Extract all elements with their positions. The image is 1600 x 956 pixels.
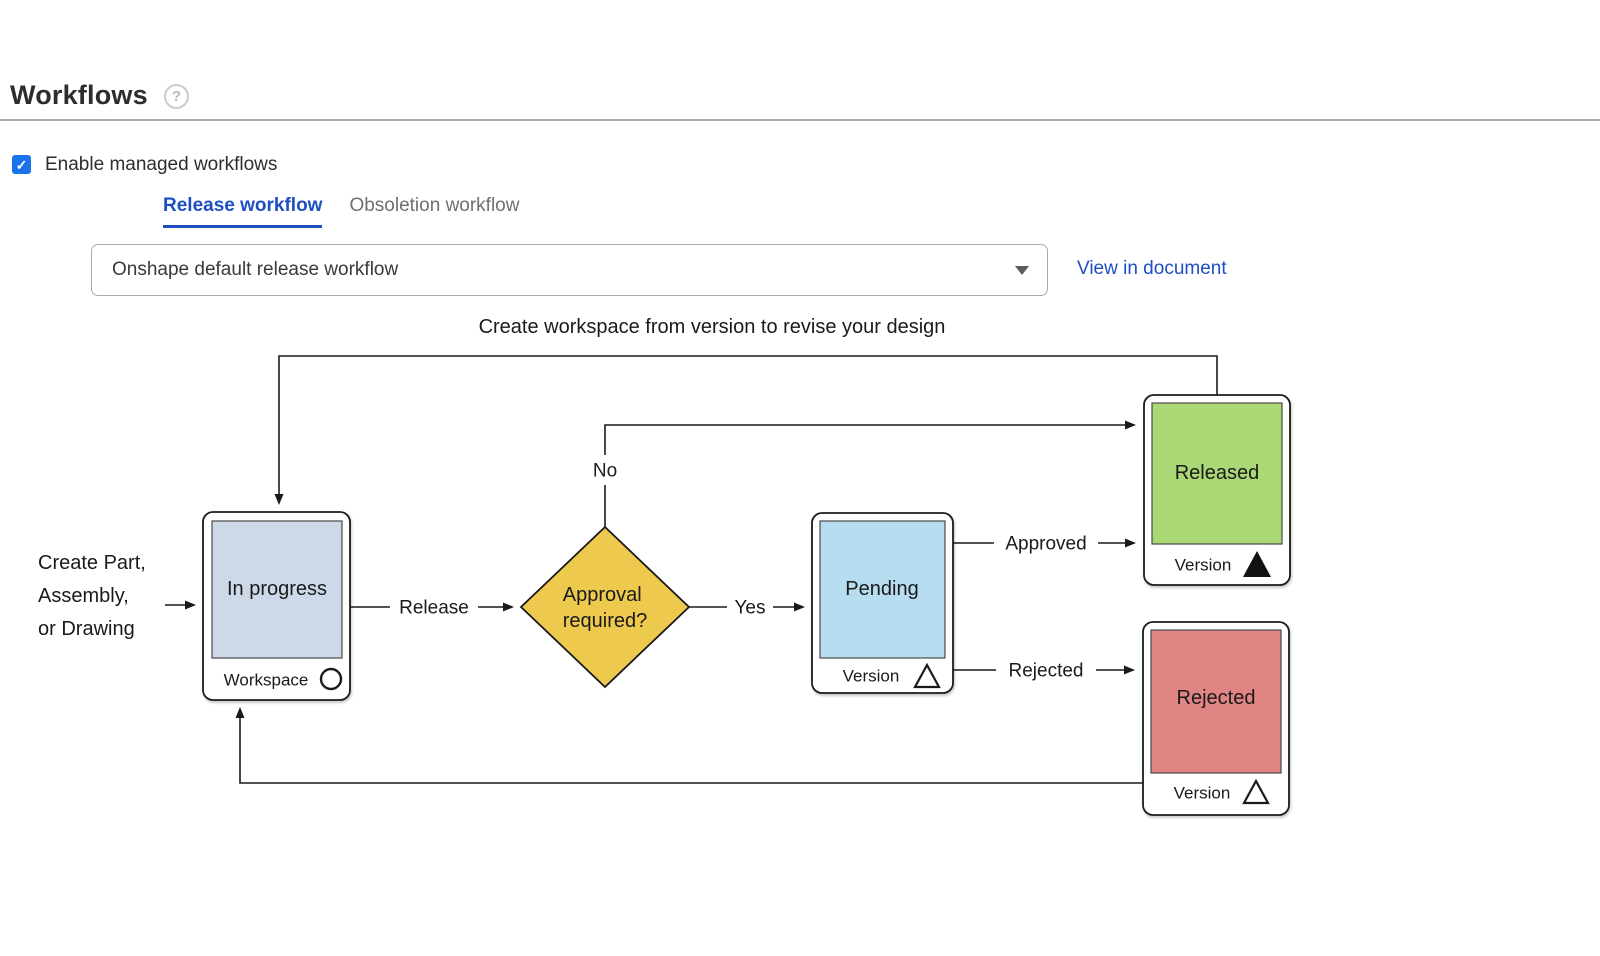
node-approval-required: Approval required? — [519, 525, 691, 689]
yes-label: Yes — [735, 598, 766, 619]
approval-title: Approval required? — [563, 584, 648, 632]
node-pending: Pending Version — [811, 512, 954, 694]
node-rejected: Rejected Version — [1142, 621, 1290, 816]
header-divider — [0, 119, 1600, 121]
released-footer: Version — [1175, 556, 1232, 575]
approved-label: Approved — [1005, 534, 1086, 555]
released-title: Released — [1175, 462, 1260, 484]
workflow-diagram: Release Yes No Approved Rejected Create … — [38, 316, 1291, 816]
in-progress-footer: Workspace — [224, 671, 309, 690]
approval-diamond — [519, 525, 691, 689]
view-in-document-link[interactable]: View in document — [1077, 258, 1227, 279]
node-released: Released Version — [1143, 394, 1291, 586]
help-icon[interactable]: ? — [164, 84, 189, 109]
in-progress-fill — [211, 520, 343, 659]
start-label: Create Part, Assembly, or Drawing — [38, 552, 151, 640]
rejected-footer: Version — [1174, 784, 1231, 803]
version-triangle-outline-icon — [913, 662, 941, 689]
version-triangle-filled-icon — [1243, 551, 1271, 577]
workflow-select[interactable]: Onshape default release workflow — [91, 244, 1048, 296]
diagram-caption: Create workspace from version to revise … — [479, 316, 946, 338]
release-label: Release — [399, 598, 469, 619]
node-in-progress: In progress Workspace — [202, 511, 351, 701]
dropdown-caret-icon — [1015, 265, 1029, 275]
edge-released-loop-back — [274, 355, 1218, 505]
workspace-circle-icon — [319, 667, 343, 691]
released-fill — [1151, 402, 1283, 545]
page-title: Workflows — [10, 80, 148, 110]
approved-label-bg — [994, 530, 1098, 556]
enable-managed-workflows-checkbox[interactable]: ✓ — [12, 155, 31, 174]
tab-obsoletion-workflow[interactable]: Obsoletion workflow — [349, 195, 520, 216]
workflow-tabs: Release workflow Obsoletion workflow — [163, 195, 519, 228]
in-progress-title: In progress — [227, 578, 327, 600]
help-glyph: ? — [171, 88, 182, 105]
release-label-bg — [390, 594, 478, 620]
enable-managed-workflows-label: Enable managed workflows — [45, 154, 278, 175]
no-label: No — [593, 461, 617, 482]
pending-footer: Version — [843, 667, 900, 686]
edge-rejected-loop-back — [235, 707, 1143, 784]
edge-no — [604, 420, 1136, 527]
rejected-label-bg — [996, 657, 1096, 683]
rejected-fill — [1150, 629, 1282, 774]
no-label-bg — [588, 455, 622, 485]
pending-title: Pending — [845, 578, 918, 600]
rejected-title: Rejected — [1177, 687, 1256, 709]
yes-label-bg — [727, 594, 773, 620]
checkmark-icon: ✓ — [15, 156, 28, 173]
rejected-label: Rejected — [1009, 661, 1084, 682]
pending-fill — [819, 520, 946, 659]
workflow-select-value: Onshape default release workflow — [112, 259, 399, 280]
tab-release-workflow[interactable]: Release workflow — [163, 195, 323, 228]
version-triangle-outline-icon — [1242, 778, 1270, 805]
